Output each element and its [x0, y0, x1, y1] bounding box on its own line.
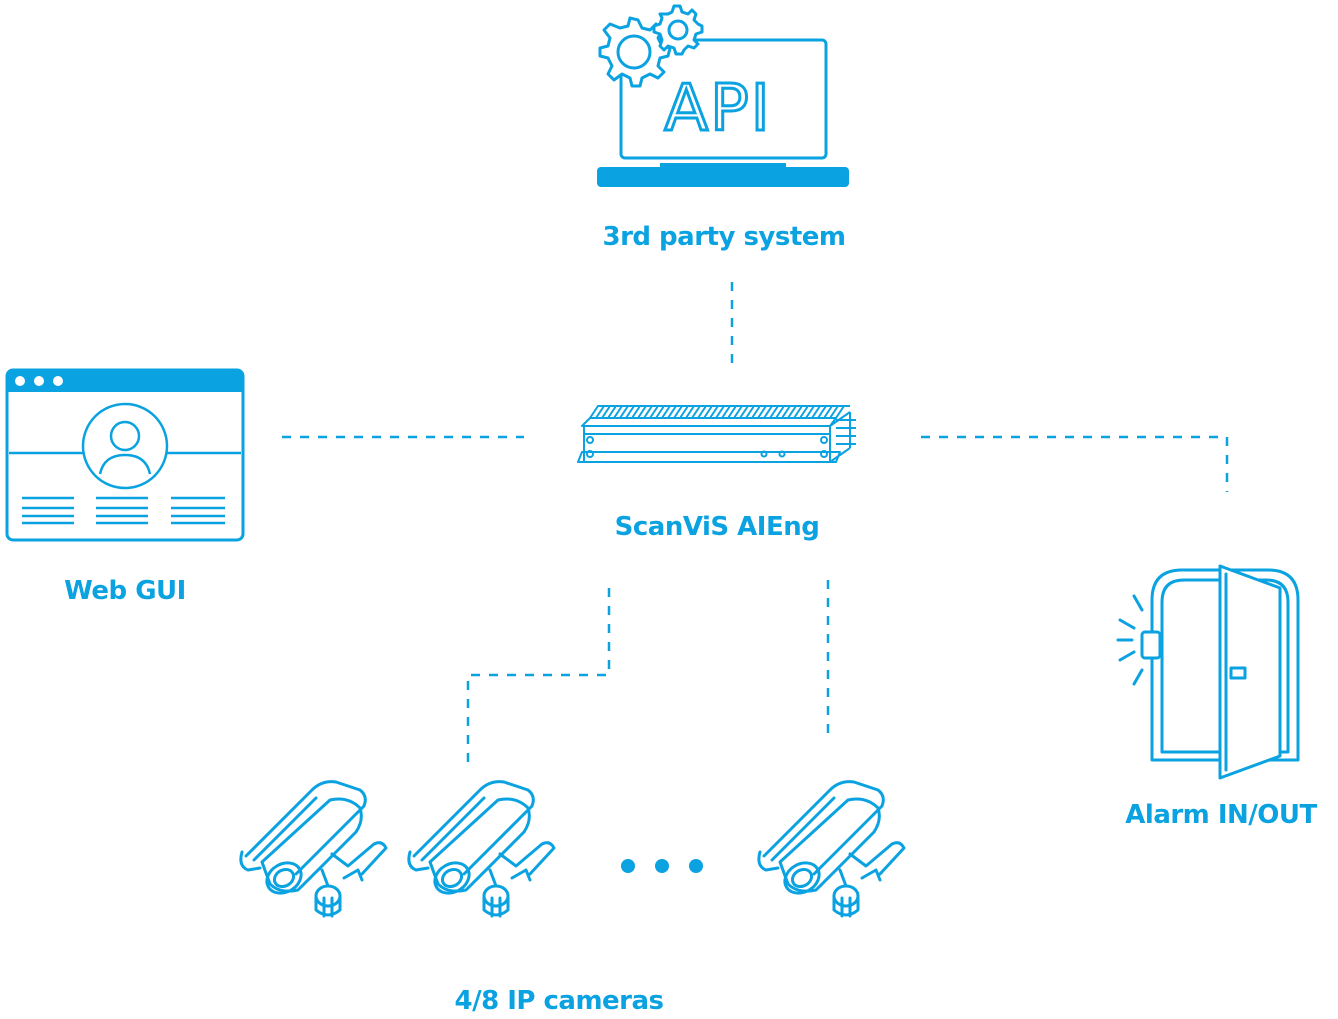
gear-icon [598, 4, 704, 88]
label-web-gui: Web GUI [64, 576, 186, 606]
ellipsis-icon [621, 859, 703, 873]
label-alarm: Alarm IN/OUT [1125, 800, 1317, 830]
browser-window-icon [5, 368, 245, 542]
label-cameras: 4/8 IP cameras [454, 986, 664, 1016]
laptop-api-icon: API [597, 38, 849, 187]
door-alarm-icon [1116, 564, 1300, 780]
security-camera-icon [239, 780, 388, 918]
server-box-icon [577, 405, 856, 463]
connector-cameras-left [466, 588, 611, 762]
connector-alarm [921, 435, 1229, 492]
security-camera-icon [407, 780, 556, 918]
label-engine: ScanViS AIEng [614, 512, 820, 542]
label-third-party: 3rd party system [602, 222, 846, 252]
api-screen-text: API [664, 72, 771, 146]
security-camera-icon [757, 780, 906, 918]
